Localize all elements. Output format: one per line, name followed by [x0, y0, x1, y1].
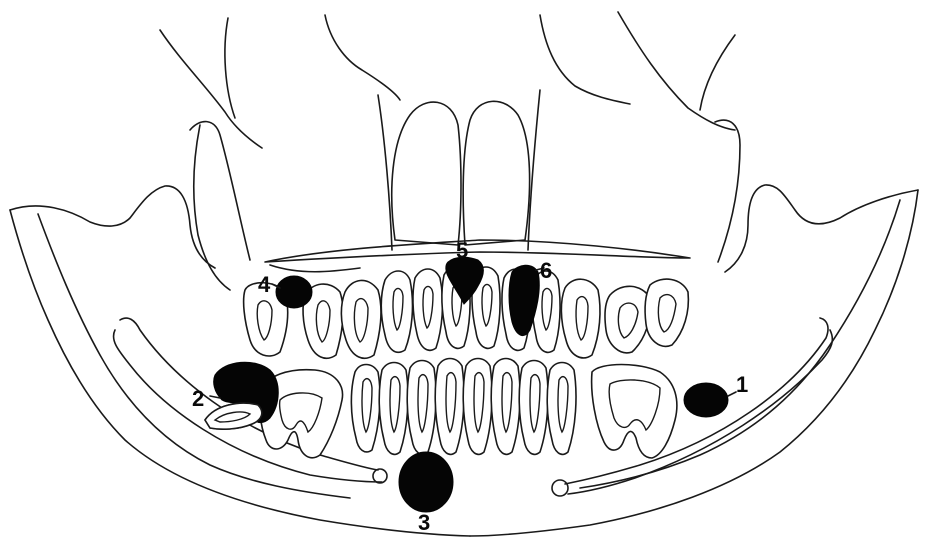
lesion-4-mark: [276, 276, 312, 308]
lesion-3-mark: [399, 452, 453, 512]
label-5: 5: [456, 238, 468, 263]
label-6: 6: [540, 258, 552, 283]
label-3: 3: [418, 510, 430, 535]
label-2: 2: [192, 386, 204, 411]
label-1: 1: [736, 372, 748, 397]
leader-line-1: [728, 392, 736, 396]
label-4: 4: [258, 272, 271, 297]
lesion-1-mark: [684, 383, 728, 417]
